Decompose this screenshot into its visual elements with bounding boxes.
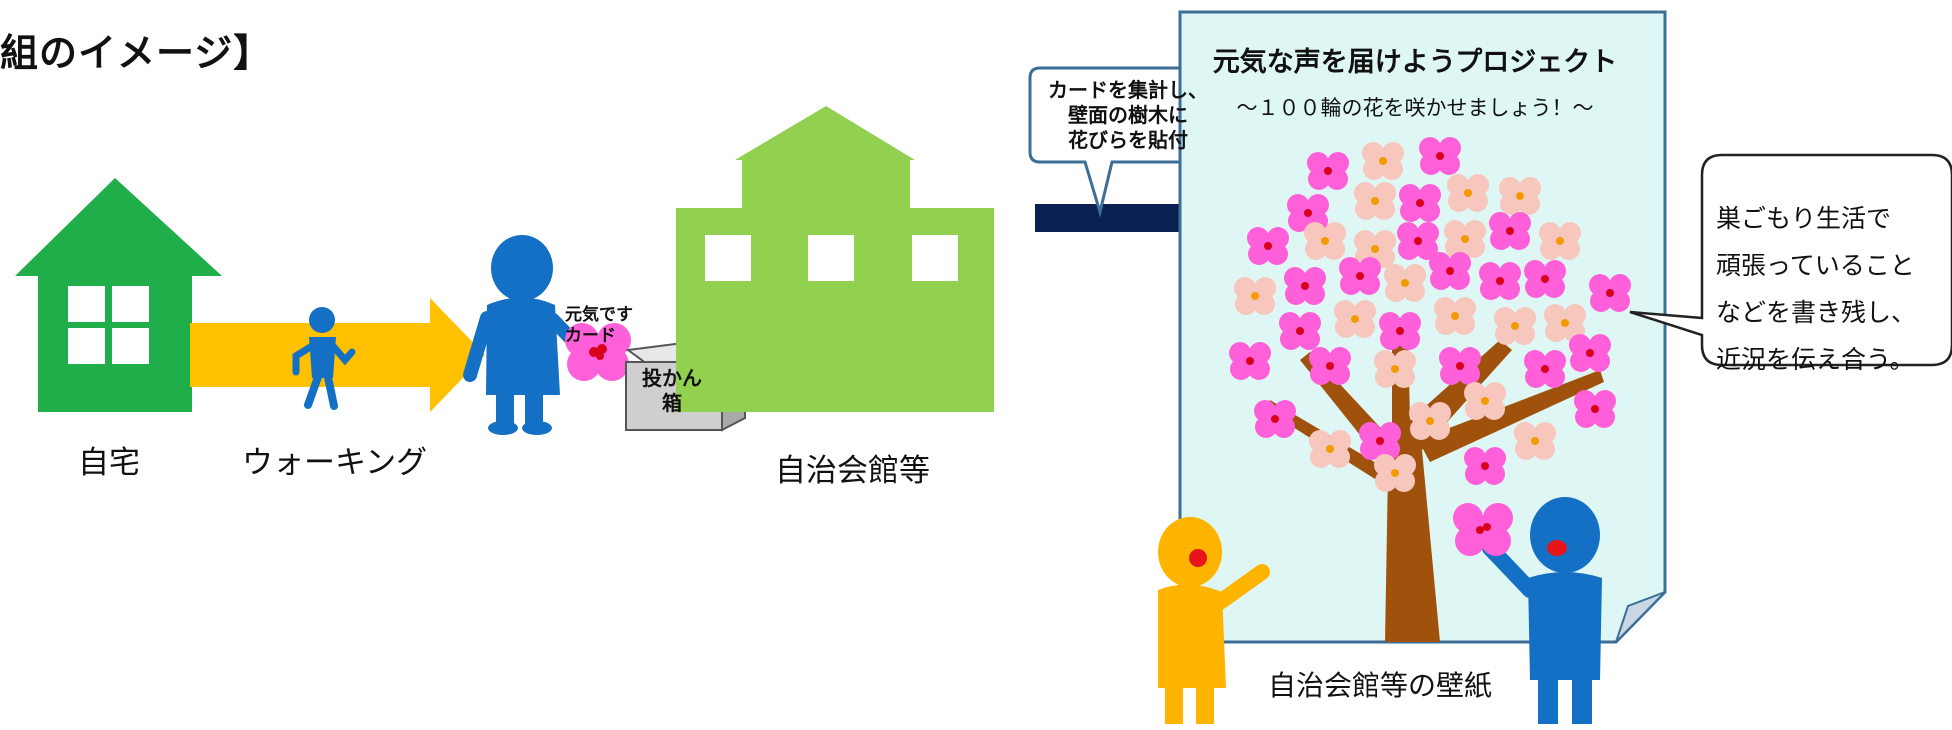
home-house-icon [15, 178, 222, 412]
peach-flower-icon [1499, 177, 1541, 215]
home-label: 自宅 [78, 445, 140, 481]
collect-arrow [1035, 174, 1268, 262]
ballot-box-label: 投かん 箱 [632, 366, 712, 416]
pink-flower-icon [1439, 347, 1481, 385]
pink-flower-icon [1379, 312, 1421, 350]
peach-flower-icon [1409, 402, 1451, 440]
collect-line: 壁面の樹木に [1068, 103, 1188, 127]
pink-flower-icon [1397, 222, 1439, 260]
peach-flower-icon [1494, 307, 1536, 345]
card-label-line: 元気です [565, 305, 633, 325]
speech-bubble-text: 巣ごもり生活で 頑張っていること などを書き残し、 近況を伝え合う。 [1716, 195, 1944, 383]
speech-line: 巣ごもり生活で [1716, 204, 1892, 233]
pink-flower-icon [1589, 274, 1631, 312]
pink-flower-icon [1229, 342, 1271, 380]
held-flower-icon [1453, 503, 1513, 556]
box-label-line: 箱 [662, 391, 682, 415]
speech-line: 近況を伝え合う。 [1716, 345, 1915, 374]
pink-flower-icon [1284, 267, 1326, 305]
pink-flower-icon [1569, 334, 1611, 372]
pink-flower-icon [1279, 312, 1321, 350]
speech-line: などを書き残し、 [1716, 298, 1917, 327]
peach-flower-icon [1304, 222, 1346, 260]
pink-flower-icon [1339, 257, 1381, 295]
wall-label: 自治会館等の壁紙 [1268, 669, 1493, 702]
box-label-line: 投かん [642, 366, 702, 390]
tree-flowers [1229, 137, 1631, 492]
community-hall-icon [676, 106, 994, 412]
pink-flower-icon [1359, 422, 1401, 460]
peach-flower-icon [1544, 304, 1586, 342]
peach-flower-icon [1384, 264, 1426, 302]
peach-flower-icon [1374, 350, 1416, 388]
pink-flower-icon [1247, 227, 1289, 265]
peach-flower-icon [1362, 142, 1404, 180]
pink-flower-icon [1287, 194, 1329, 232]
pink-flower-icon [1489, 212, 1531, 250]
yellow-person-icon [1158, 517, 1270, 724]
peach-flower-icon [1539, 222, 1581, 260]
card-flower-icon [565, 323, 631, 381]
page-heading: 組のイメージ】 [0, 31, 273, 75]
card-label: 元気です カード [565, 305, 675, 347]
peach-flower-icon [1464, 382, 1506, 420]
peach-flower-icon [1334, 300, 1376, 338]
pink-flower-icon [1574, 390, 1616, 428]
peach-flower-icon [1447, 174, 1489, 212]
peach-flower-icon [1234, 277, 1276, 315]
speech-line: 頑張っていること [1716, 251, 1915, 280]
pink-flower-icon [1254, 400, 1296, 438]
poster-title: 元気な声を届けようプロジェクト [1212, 47, 1618, 78]
collect-line: 花びらを貼付 [1068, 128, 1188, 152]
hall-label: 自治会館等 [775, 453, 930, 489]
peach-flower-icon [1434, 297, 1476, 335]
walking-label: ウォーキング [242, 445, 428, 481]
peach-flower-icon [1309, 430, 1351, 468]
poster-subtitle: ～１００輪の花を咲かせましょう！～ [1236, 96, 1594, 120]
pink-flower-icon [1419, 137, 1461, 175]
pink-flower-icon [1479, 262, 1521, 300]
pink-flower-icon [1524, 260, 1566, 298]
peach-flower-icon [1354, 182, 1396, 220]
peach-flower-icon [1374, 454, 1416, 492]
pink-flower-icon [1524, 350, 1566, 388]
peach-flower-icon [1514, 422, 1556, 460]
collect-bubble-text: カードを集計し、 壁面の樹木に 花びらを貼付 [1038, 78, 1218, 153]
pink-flower-icon [1307, 152, 1349, 190]
pink-flower-icon [1309, 347, 1351, 385]
walking-person-icon [292, 307, 356, 410]
speech-bubble [1629, 153, 1952, 367]
pink-flower-icon [1429, 252, 1471, 290]
collect-line: カードを集計し、 [1048, 78, 1208, 102]
pink-flower-icon [1399, 184, 1441, 222]
pink-flower-icon [1464, 447, 1506, 485]
card-label-line: カード [565, 326, 616, 346]
